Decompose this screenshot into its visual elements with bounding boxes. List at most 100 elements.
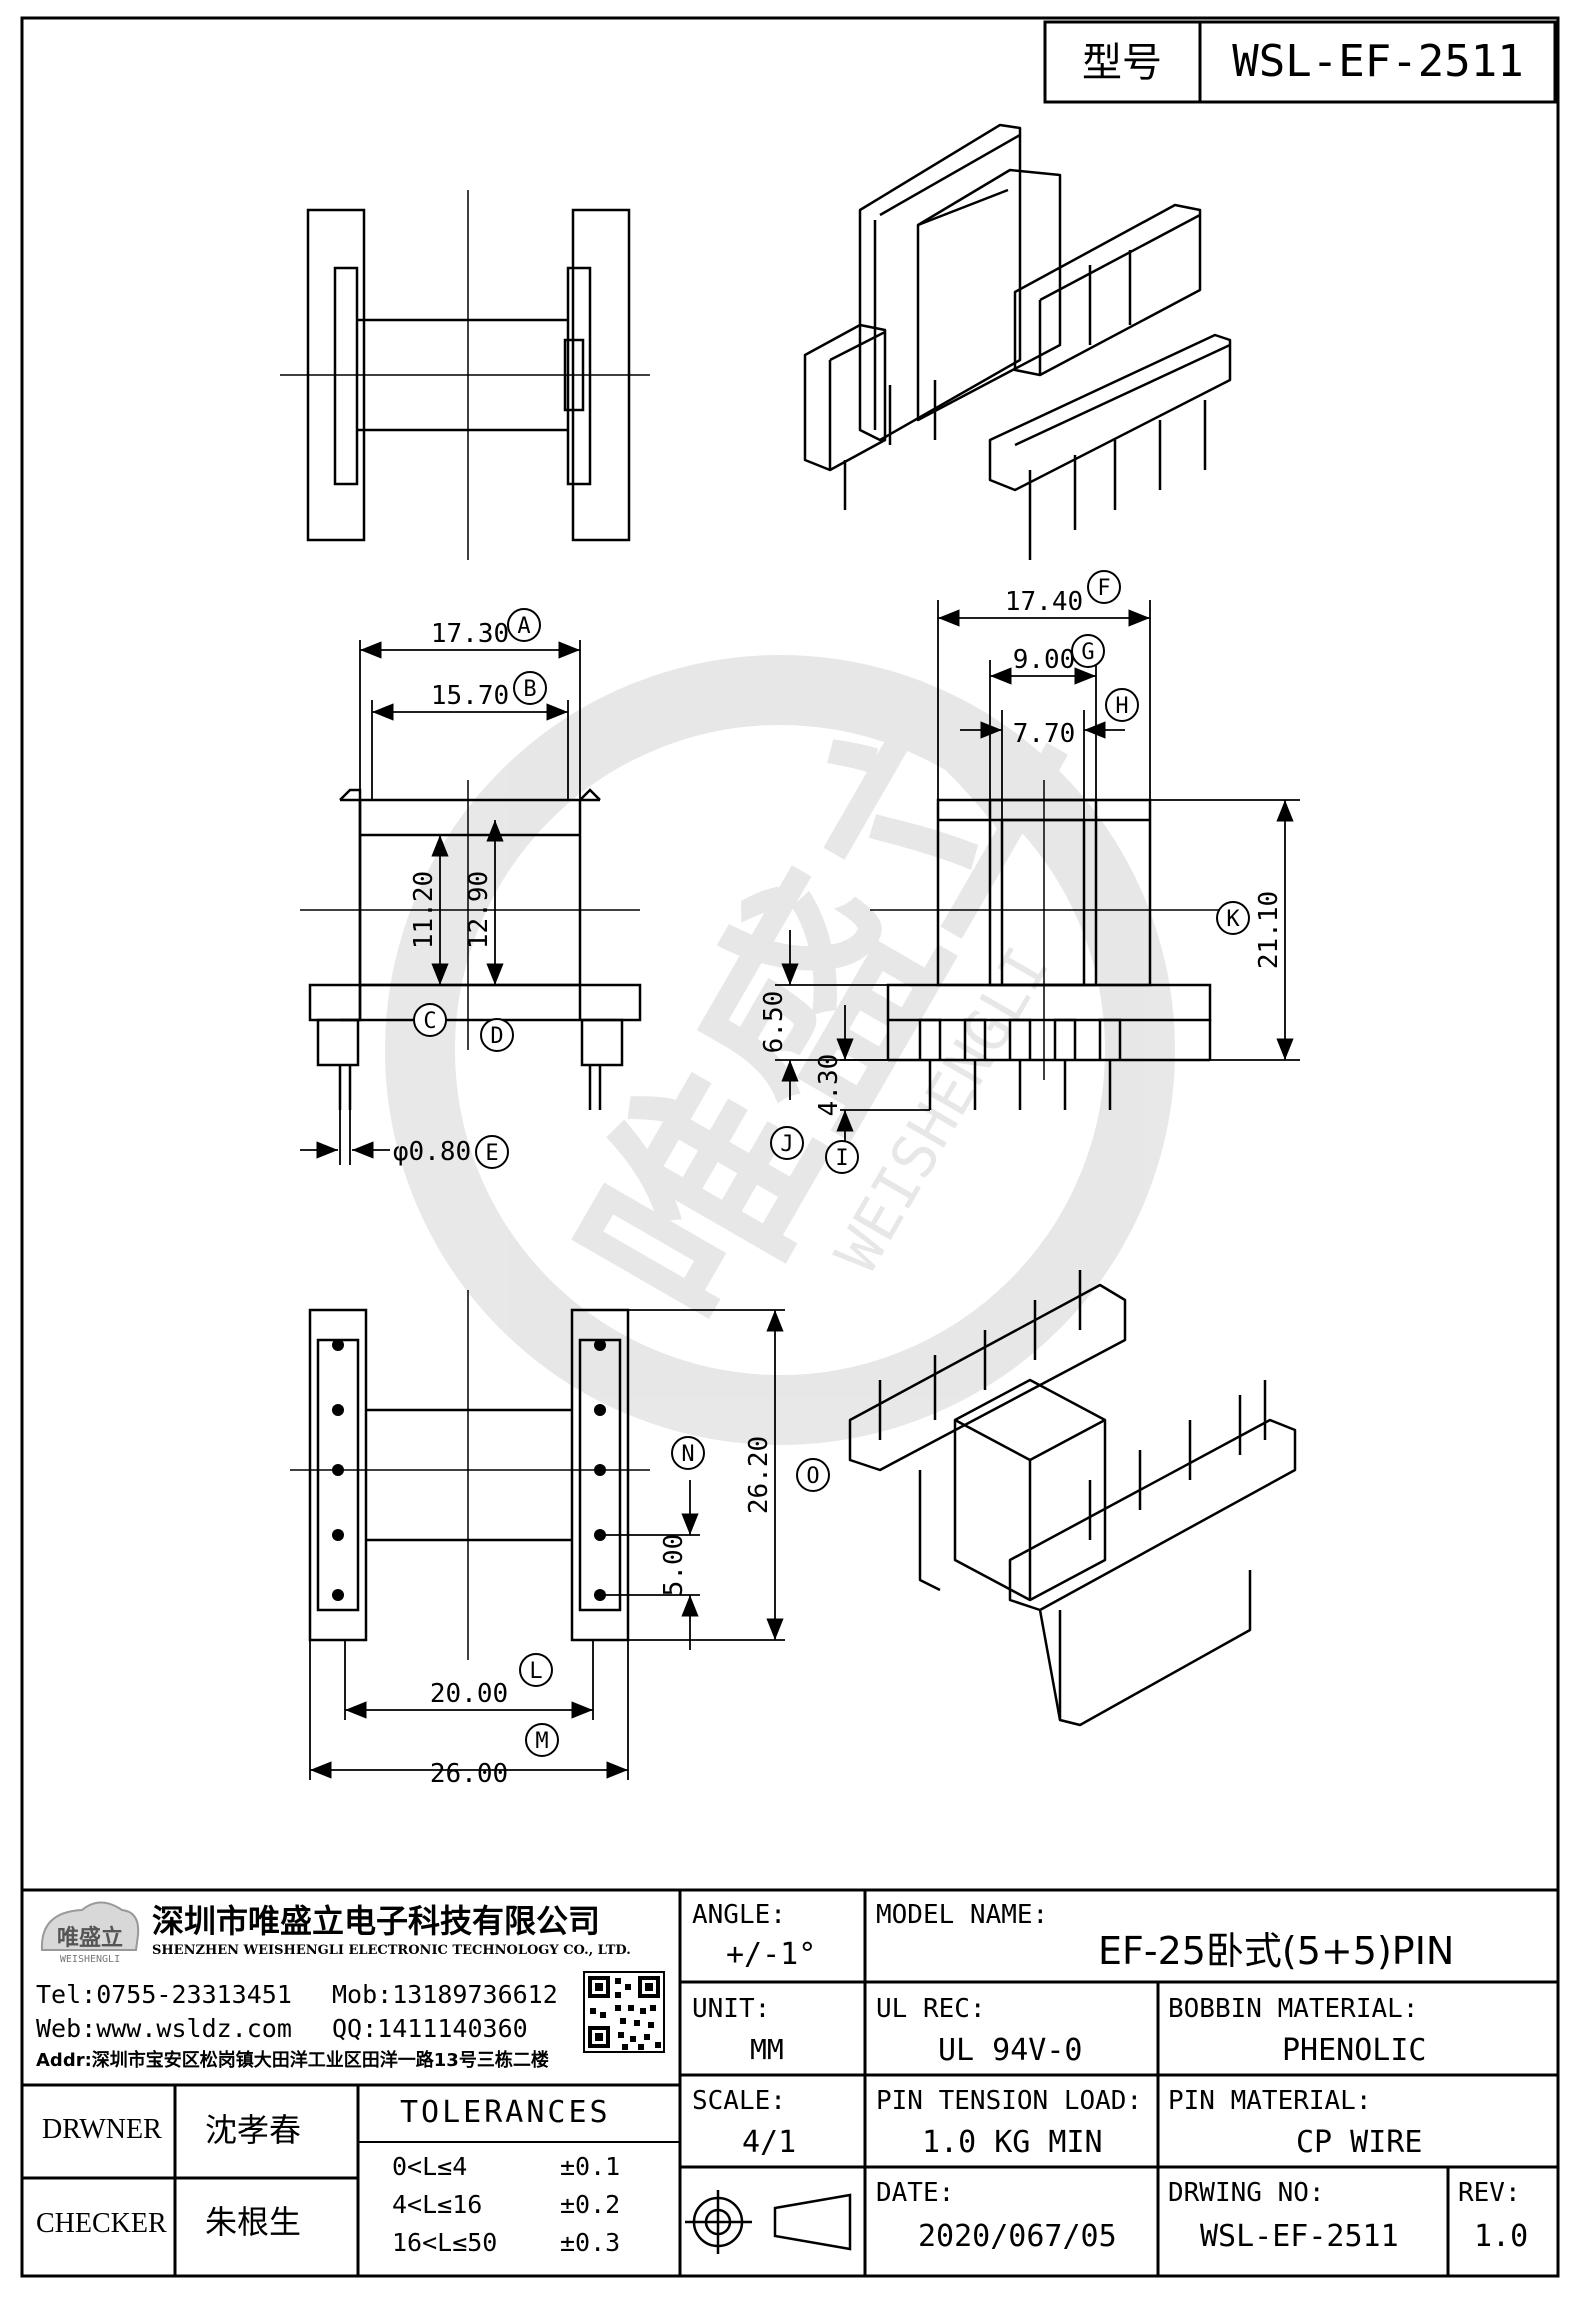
model-name-label: MODEL NAME: bbox=[876, 1900, 1049, 1930]
company-tel: Tel:0755-23313451 bbox=[36, 1980, 292, 2009]
tol-value-2: ±0.2 bbox=[560, 2190, 621, 2219]
label-E: E bbox=[475, 1135, 509, 1169]
company-qq: QQ:1411140360 bbox=[332, 2014, 528, 2043]
ul-label: UL REC: bbox=[876, 1994, 986, 2024]
svg-text:O: O bbox=[806, 1464, 819, 1489]
bottom-view-drawing bbox=[290, 1290, 650, 1660]
dim-H: 7.70 bbox=[1013, 719, 1076, 749]
dim-J: 6.50 bbox=[759, 991, 789, 1054]
svg-text:I: I bbox=[835, 1146, 848, 1171]
company-web: Web:www.wsldz.com bbox=[36, 2014, 292, 2043]
model-name-value: EF-25卧式(5+5)PIN bbox=[1098, 1929, 1455, 1973]
label-A: A bbox=[507, 608, 541, 642]
bobbin-label: BOBBIN MATERIAL: bbox=[1168, 1994, 1419, 2024]
drawer-name: 沈孝春 bbox=[205, 2111, 302, 2149]
svg-text:F: F bbox=[1097, 576, 1110, 601]
tol-range-1: 0<L≤4 bbox=[392, 2152, 468, 2181]
dim-L: 20.00 bbox=[430, 1679, 508, 1709]
dim-I: 4.30 bbox=[814, 1054, 844, 1117]
projection-symbol bbox=[685, 2190, 852, 2254]
top-view-drawing bbox=[280, 190, 650, 560]
svg-text:J: J bbox=[780, 1132, 793, 1157]
angle-value: +/-1° bbox=[726, 1937, 817, 1972]
side-view-drawing bbox=[870, 780, 1230, 1110]
iso-view-top bbox=[803, 123, 1232, 560]
checker-label: CHECKER bbox=[36, 2208, 167, 2239]
pin-material-label: PIN MATERIAL: bbox=[1168, 2086, 1372, 2116]
logo-cn: 唯盛立 bbox=[57, 1925, 123, 1951]
checker-name: 朱根生 bbox=[205, 2203, 302, 2241]
rev-label: REV: bbox=[1458, 2178, 1521, 2208]
label-F: F bbox=[1087, 570, 1121, 604]
company-name-en: SHENZHEN WEISHENGLI ELECTRONIC TECHNOLOG… bbox=[152, 1943, 631, 1958]
label-D: D bbox=[480, 1018, 514, 1052]
ul-value: UL 94V-0 bbox=[938, 2033, 1083, 2068]
qr-code bbox=[583, 1971, 665, 2053]
svg-text:N: N bbox=[681, 1442, 694, 1467]
pin-tension-value: 1.0 KG MIN bbox=[922, 2125, 1103, 2160]
svg-text:B: B bbox=[523, 677, 536, 702]
date-value: 2020/067/05 bbox=[918, 2219, 1117, 2254]
dim-K: 21.10 bbox=[1254, 891, 1284, 969]
dimension-values: 17.30 15.70 11.20 12.90 φ0.80 17.40 9.00… bbox=[393, 587, 1284, 1789]
front-view-drawing bbox=[300, 780, 642, 1110]
label-L: L bbox=[519, 1653, 553, 1687]
label-J: J bbox=[770, 1126, 804, 1160]
dim-A: 17.30 bbox=[431, 619, 509, 649]
svg-text:H: H bbox=[1115, 694, 1128, 719]
label-M: M bbox=[525, 1723, 559, 1757]
scale-label: SCALE: bbox=[692, 2086, 786, 2116]
header-model: WSL-EF-2511 bbox=[1232, 36, 1523, 87]
dim-t2: 12.90 bbox=[464, 871, 494, 949]
dim-M: 26.00 bbox=[430, 1759, 508, 1789]
dim-N: 5.00 bbox=[659, 1534, 689, 1597]
svg-text:L: L bbox=[529, 1659, 542, 1684]
label-K: K bbox=[1216, 901, 1250, 935]
scale-value: 4/1 bbox=[742, 2125, 797, 2160]
label-H: H bbox=[1105, 688, 1139, 722]
company-addr: Addr:深圳市宝安区松岗镇大田洋工业区田洋一路13号三栋二楼 bbox=[36, 2050, 549, 2071]
label-C: C bbox=[413, 1003, 447, 1037]
tol-value-3: ±0.3 bbox=[560, 2228, 621, 2257]
svg-text:M: M bbox=[535, 1729, 548, 1754]
tol-range-2: 4<L≤16 bbox=[392, 2190, 483, 2219]
dim-G: 9.00 bbox=[1013, 645, 1076, 675]
drawing-no-value: WSL-EF-2511 bbox=[1200, 2219, 1399, 2254]
company-name-cn: 深圳市唯盛立电子科技有限公司 bbox=[152, 1902, 601, 1940]
pin-material-value: CP WIRE bbox=[1296, 2125, 1423, 2160]
dim-E: φ0.80 bbox=[393, 1137, 471, 1167]
iso-view-bottom bbox=[848, 1270, 1297, 1727]
label-I: I bbox=[825, 1140, 859, 1174]
circle-labels: A B C D E F G H I J K L M N O bbox=[413, 570, 1250, 1757]
drawing-no-label: DRWING NO: bbox=[1168, 2178, 1325, 2208]
unit-label: UNIT: bbox=[692, 1994, 771, 2024]
pin-tension-label: PIN TENSION LOAD: bbox=[876, 2086, 1143, 2116]
angle-label: ANGLE: bbox=[692, 1900, 786, 1930]
tolerances-title: TOLERANCES bbox=[400, 2095, 611, 2130]
date-label: DATE: bbox=[876, 2178, 955, 2208]
bobbin-value: PHENOLIC bbox=[1282, 2033, 1427, 2068]
company-logo: 唯盛立 WEISHENGLI bbox=[40, 1901, 140, 1965]
tol-value-1: ±0.1 bbox=[560, 2152, 621, 2181]
title-block-grid bbox=[22, 1888, 1558, 2276]
header-label: 型号 bbox=[1082, 40, 1162, 86]
dim-F: 17.40 bbox=[1005, 587, 1083, 617]
label-G: G bbox=[1071, 634, 1105, 668]
label-O: O bbox=[796, 1458, 830, 1492]
svg-text:D: D bbox=[490, 1024, 503, 1049]
rev-value: 1.0 bbox=[1474, 2219, 1529, 2254]
model-header: 型号 WSL-EF-2511 bbox=[1043, 20, 1557, 104]
dimension-lines bbox=[300, 600, 1300, 1780]
svg-text:A: A bbox=[517, 614, 530, 639]
svg-text:C: C bbox=[423, 1009, 436, 1034]
unit-value: MM bbox=[750, 2033, 784, 2066]
dim-B: 15.70 bbox=[431, 681, 509, 711]
dim-O: 26.20 bbox=[744, 1436, 774, 1514]
sheet-border bbox=[20, 16, 1560, 2278]
drawer-label: DRWNER bbox=[42, 2114, 162, 2145]
dim-t1: 11.20 bbox=[409, 871, 439, 949]
svg-text:E: E bbox=[485, 1141, 498, 1166]
svg-text:G: G bbox=[1081, 640, 1094, 665]
label-N: N bbox=[671, 1436, 705, 1470]
